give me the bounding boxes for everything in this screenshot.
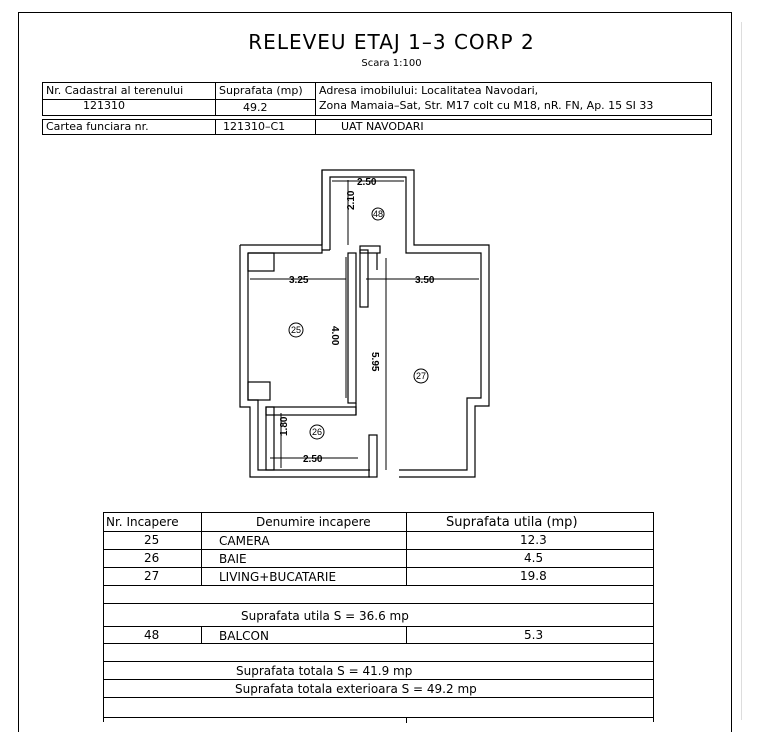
dim-total-height: 5.95 [369, 352, 380, 372]
cadastral-label: Nr. Cadastral al terenului [46, 84, 184, 97]
address-line-2: Zona Mamaia–Sat, Str. M17 colt cu M18, n… [319, 99, 654, 112]
row-48-area: 5.3 [524, 628, 544, 642]
drawing-frame [18, 12, 732, 732]
row-27-area: 19.8 [520, 569, 547, 583]
dim-left-width: 3.25 [289, 275, 309, 286]
row-25-nr: 25 [144, 533, 160, 547]
total-exterior-area: Suprafata totala exterioara S = 49.2 mp [235, 682, 477, 696]
page-edge-line [741, 22, 742, 720]
uat-label: UAT NAVODARI [341, 120, 424, 133]
col-header-area: Suprafata utila (mp) [446, 515, 578, 530]
row-48-nr: 48 [144, 628, 160, 642]
col-header-name: Denumire incapere [256, 515, 371, 529]
row-27-name: LIVING+BUCATARIE [219, 570, 337, 584]
dim-bath-width: 2.50 [303, 454, 323, 465]
cadastral-value: 121310 [83, 99, 125, 112]
carte-label: Cartea funciara nr. [46, 120, 149, 133]
area-value: 49.2 [243, 101, 268, 114]
cadastral-info-table: Nr. Cadastral al terenului 121310 Supraf… [42, 82, 712, 116]
carte-value: 121310–C1 [223, 120, 286, 133]
room-label-26: 26 [312, 427, 322, 437]
address-line-1: Adresa imobilului: Localitatea Navodari, [319, 84, 539, 97]
useful-area-total: Suprafata utila S = 36.6 mp [241, 609, 409, 623]
rooms-table: Nr. Incapere Denumire incapere Suprafata… [103, 512, 654, 723]
row-26-nr: 26 [144, 551, 160, 565]
floor-plan: 2.50 2.10 3.25 3.50 4.00 5.95 1.80 2.50 … [239, 169, 490, 478]
dim-left-height: 4.00 [329, 326, 340, 346]
row-48-name: BALCON [219, 629, 269, 643]
scale-label: Scara 1:100 [361, 58, 422, 69]
dim-top-width: 2.50 [357, 177, 377, 188]
row-26-area: 4.5 [524, 551, 544, 565]
room-label-25: 25 [291, 325, 301, 335]
room-label-48: 48 [373, 209, 383, 219]
col-header-nr: Nr. Incapere [106, 515, 179, 529]
dim-top-height: 2.10 [346, 190, 357, 210]
room-label-27: 27 [416, 371, 426, 381]
row-26-name: BAIE [219, 552, 247, 566]
land-book-table: Cartea funciara nr. 121310–C1 UAT NAVODA… [42, 119, 712, 135]
dim-bath-height: 1.80 [279, 416, 290, 436]
row-27-nr: 27 [144, 569, 160, 583]
page-title: RELEVEU ETAJ 1–3 CORP 2 [248, 30, 535, 54]
total-area: Suprafata totala S = 41.9 mp [236, 664, 413, 678]
area-label: Suprafata (mp) [219, 84, 303, 97]
row-25-area: 12.3 [520, 533, 547, 547]
dim-right-width: 3.50 [415, 275, 435, 286]
row-25-name: CAMERA [219, 534, 270, 548]
floor-plan-walls [239, 169, 490, 478]
